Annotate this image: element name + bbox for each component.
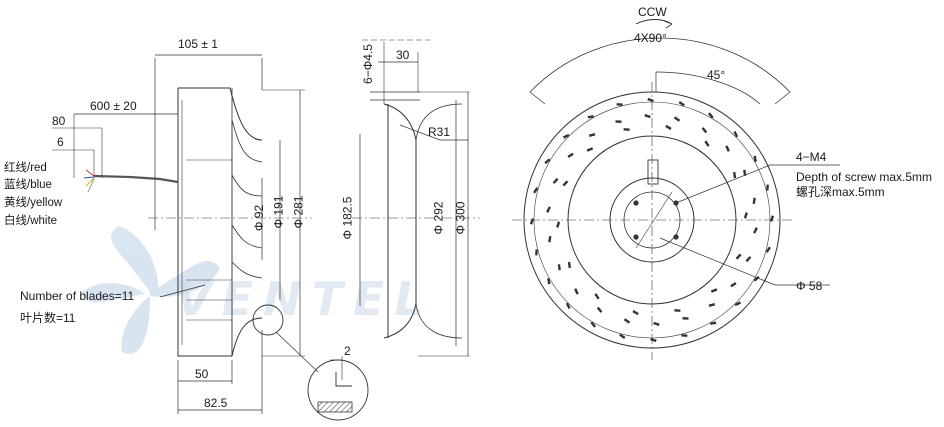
dim-phi182-5: Φ 182.5: [340, 196, 355, 240]
blade-slot: [594, 293, 600, 300]
blade-slot: [707, 112, 714, 119]
blade-slot: [704, 140, 710, 147]
blade-slot: [552, 177, 559, 184]
blade-slot: [623, 318, 631, 324]
dim-cable-length: 600 ± 20: [90, 99, 137, 113]
blade-slot: [730, 282, 737, 288]
blade-slot: [615, 120, 622, 123]
blade-slot: [574, 288, 579, 295]
blade-slot: [733, 130, 739, 138]
dim-50: 50: [195, 367, 209, 381]
blade-slot: [567, 261, 572, 269]
blade-slot: [753, 227, 758, 234]
blade-slot: [616, 103, 623, 106]
rotation-ccw-label: CCW: [638, 5, 667, 19]
blade-slot: [587, 115, 594, 119]
blade-slot: [752, 197, 756, 204]
blade-slot: [562, 180, 569, 187]
dim-6-phi4-5: 6−Φ4.5: [360, 44, 375, 84]
dim-width-top: 105 ± 1: [178, 37, 218, 51]
blade-slot: [547, 278, 551, 285]
blade-slot: [673, 116, 681, 122]
blade-slot: [745, 256, 752, 263]
dim-30: 30: [396, 48, 410, 62]
blade-slot: [678, 101, 685, 107]
screw-depth-en: Depth of screw max.5mm: [796, 170, 933, 184]
blades-count-en: Number of blades=11: [20, 289, 135, 303]
blade-slot: [596, 306, 603, 313]
dim-r31: R31: [428, 125, 451, 139]
blade-slot: [586, 147, 594, 152]
wire-blue-label: 蓝线/blue: [4, 179, 52, 191]
blade-slot: [766, 184, 769, 191]
wire-yellow-label: 黄线/yellow: [4, 197, 63, 209]
hub-diameter-label: Φ 58: [796, 279, 823, 293]
blade-slot: [708, 303, 716, 307]
dim-82-5: 82.5: [204, 396, 228, 410]
blade-slot: [710, 321, 717, 325]
screw-spec-label: 4−M4: [796, 150, 827, 164]
front-view: [512, 19, 840, 360]
blades-count-cn: 叶片数=11: [20, 311, 76, 325]
dim-2: 2: [344, 344, 351, 358]
blade-slot: [710, 288, 718, 293]
blade-slot: [735, 253, 742, 260]
blade-slot: [765, 246, 771, 253]
wire-red-label: 红线/red: [4, 162, 47, 174]
blade-slot: [674, 309, 681, 312]
blade-slot: [557, 264, 561, 271]
wire-leads: [83, 169, 95, 193]
blade-slot: [753, 275, 760, 282]
blade-slot: [734, 301, 742, 307]
screw-depth-cn: 螺孔深max.5mm: [796, 185, 885, 199]
blade-slot: [565, 302, 571, 310]
blade-slot: [732, 171, 737, 179]
dim-6: 6: [57, 135, 64, 149]
wire-white-label: 白线/white: [4, 215, 58, 227]
blade-slot: [562, 133, 570, 139]
blade-slot: [544, 158, 551, 165]
blade-slot: [743, 169, 747, 176]
blade-slot: [535, 249, 538, 256]
blade-slot: [647, 97, 654, 103]
blade-slot: [682, 317, 689, 320]
dim-phi191: Φ 191: [271, 195, 286, 229]
blade-slot: [590, 321, 597, 328]
blade-slot: [546, 206, 551, 213]
side-view: [52, 54, 369, 421]
blade-slot: [769, 215, 775, 222]
blade-slot: [548, 236, 552, 243]
blade-slot: [619, 333, 626, 339]
blade-slot: [533, 187, 539, 194]
blade-slot: [588, 133, 596, 137]
section-view: [352, 39, 480, 357]
dim-phi92: Φ 92: [252, 204, 267, 232]
blade-slot: [567, 152, 574, 158]
blade-slot: [556, 221, 561, 228]
dim-phi292: Φ 292: [431, 201, 446, 235]
blade-slot: [653, 321, 660, 326]
blade-slot: [632, 310, 639, 316]
blade-slot: [529, 218, 535, 225]
blade-slot: [681, 334, 688, 337]
blade-slot: [701, 127, 708, 134]
blade-slot: [650, 337, 657, 343]
blade-slots: [529, 97, 775, 343]
blade-slot: [743, 212, 748, 219]
blade-slot: [753, 155, 757, 162]
angle-pattern-label: 4X90°: [634, 31, 667, 45]
dim-phi281: Φ 281: [291, 195, 306, 229]
blade-slot: [665, 124, 672, 130]
blade-slot: [725, 145, 730, 152]
blade-slot: [644, 114, 651, 119]
angle-45-label: 45°: [707, 68, 726, 82]
dim-80: 80: [52, 114, 66, 128]
dim-phi300: Φ 300: [453, 201, 468, 235]
watermark-fan-icon: [82, 226, 220, 354]
blade-slot: [623, 128, 630, 131]
